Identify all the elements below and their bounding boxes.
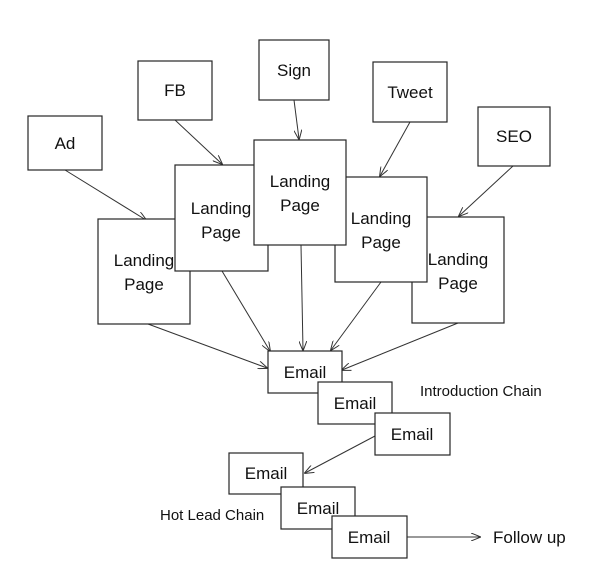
email-node-4: Email (228, 452, 304, 495)
edge-tweet-to-landing-page-4 (380, 121, 411, 176)
source-node-sign: Sign (258, 39, 330, 101)
landing-page-3: Landing Page (253, 139, 347, 246)
edge-landing-page-3-to-email-1 (301, 244, 303, 350)
edge-sign-to-landing-page-3 (293, 99, 299, 139)
source-label-tweet: Tweet (387, 83, 433, 102)
landing-page-4-line-1: Landing (351, 209, 412, 228)
email-label-3: Email (391, 425, 434, 444)
source-node-ad: Ad (27, 115, 103, 171)
hot-lead-chain-label: Hot Lead Chain (160, 507, 264, 524)
landing-page-3-line-2: Page (280, 196, 320, 215)
introduction-chain: Email Email Email Introduction Chain (267, 350, 542, 456)
source-label-ad: Ad (55, 134, 76, 153)
introduction-chain-label: Introduction Chain (420, 383, 542, 400)
source-node-fb: FB (137, 60, 213, 121)
edge-email-3-to-email-4 (305, 435, 376, 473)
landing-page-4: Landing Page (334, 176, 428, 283)
follow-up-label: Follow up (493, 528, 566, 547)
email-node-3: Email (374, 412, 451, 456)
edge-seo-to-landing-page-5 (459, 165, 514, 216)
edges (64, 99, 514, 537)
email-label-6: Email (348, 528, 391, 547)
hot-lead-chain: Email Email Email Hot Lead Chain (160, 452, 408, 559)
source-node-tweet: Tweet (372, 61, 448, 123)
email-label-5: Email (297, 499, 340, 518)
landing-page-2-line-2: Page (201, 223, 241, 242)
email-node-6: Email (331, 515, 408, 559)
email-label-4: Email (245, 464, 288, 483)
source-label-fb: FB (164, 81, 186, 100)
landing-page-3-line-1: Landing (270, 172, 331, 191)
source-label-seo: SEO (496, 127, 532, 146)
edge-landing-page-2-to-email-1 (221, 270, 270, 351)
edge-landing-page-4-to-email-1 (331, 281, 382, 350)
landing-page-5-line-2: Page (438, 274, 478, 293)
email-label-2: Email (334, 394, 377, 413)
edge-fb-to-landing-page-2 (174, 119, 222, 164)
source-node-seo: SEO (477, 106, 551, 167)
email-label-1: Email (284, 363, 327, 382)
landing-page-1-line-2: Page (124, 275, 164, 294)
source-label-sign: Sign (277, 61, 311, 80)
edge-ad-to-landing-page-1 (64, 169, 146, 220)
edge-landing-page-5-to-email-1 (342, 322, 459, 370)
landing-page-2-line-1: Landing (191, 199, 252, 218)
edge-landing-page-1-to-email-1 (147, 323, 267, 368)
landing-page-4-line-2: Page (361, 233, 401, 252)
landing-page-1-line-1: Landing (114, 251, 175, 270)
landing-page-5-line-1: Landing (428, 250, 489, 269)
landing-page-1: Landing Page (97, 218, 191, 325)
